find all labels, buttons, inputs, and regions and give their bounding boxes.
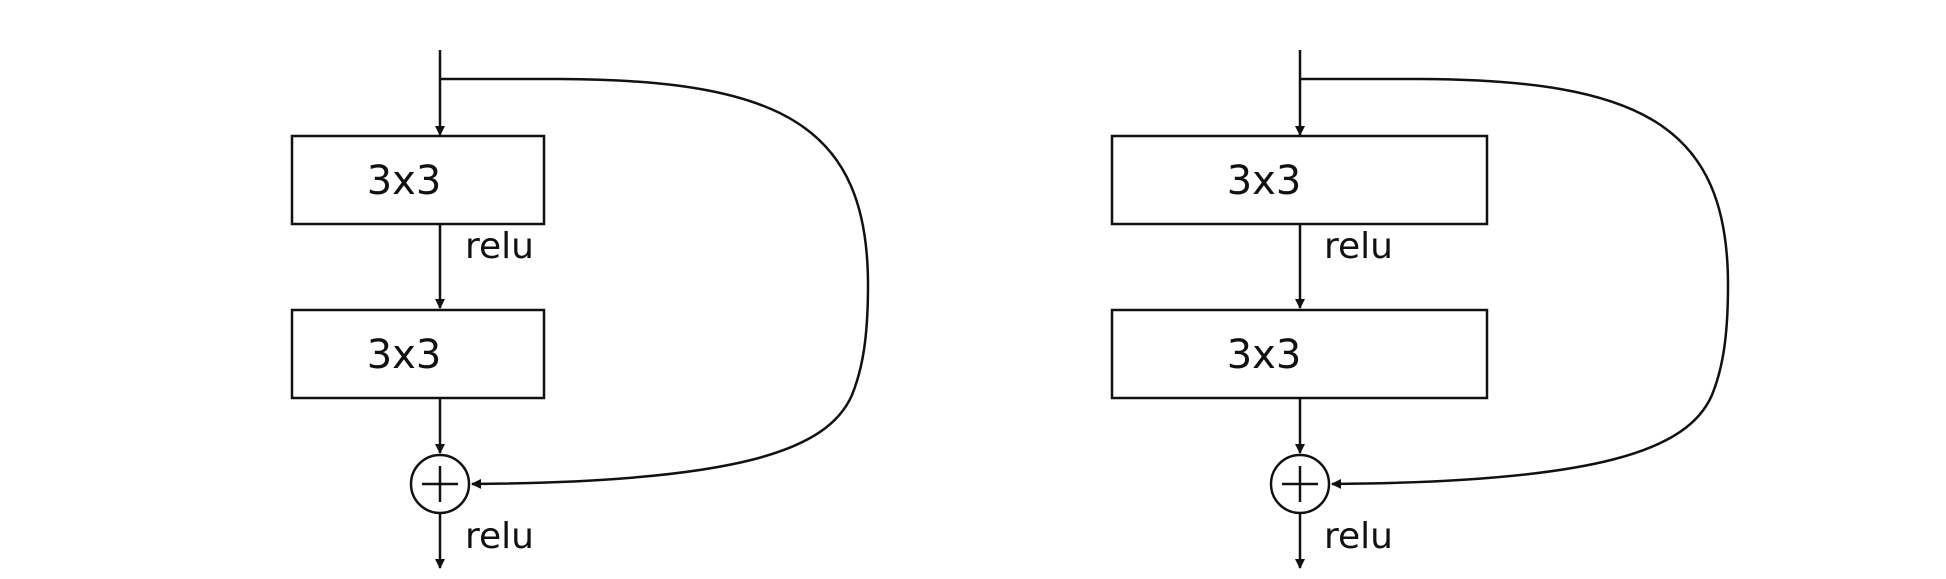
shortcut-connection <box>440 77 870 489</box>
relu-label-output: relu <box>1324 516 1393 557</box>
shortcut-connection <box>1300 77 1730 489</box>
relu-label-1: relu <box>465 226 534 267</box>
conv-layer-1-label: 3x3 <box>1227 158 1302 204</box>
left-residual-block: 3x3 relu 3x3 relu <box>290 50 870 569</box>
relu-label-output: relu <box>465 516 534 557</box>
conv-layer-1-label: 3x3 <box>367 158 442 204</box>
conv-layer-2-label: 3x3 <box>1227 332 1302 378</box>
addition-node <box>1269 453 1331 515</box>
relu-label-1: relu <box>1324 226 1393 267</box>
right-residual-block: 3x3 relu 3x3 relu <box>1110 50 1730 569</box>
conv-3x3-layer-2 <box>1110 308 1489 400</box>
addition-node <box>409 453 471 515</box>
conv-3x3-layer-2 <box>290 308 546 400</box>
conv-layer-2-label: 3x3 <box>367 332 442 378</box>
conv-3x3-layer-1 <box>1110 134 1489 226</box>
conv-3x3-layer-1 <box>290 134 546 226</box>
